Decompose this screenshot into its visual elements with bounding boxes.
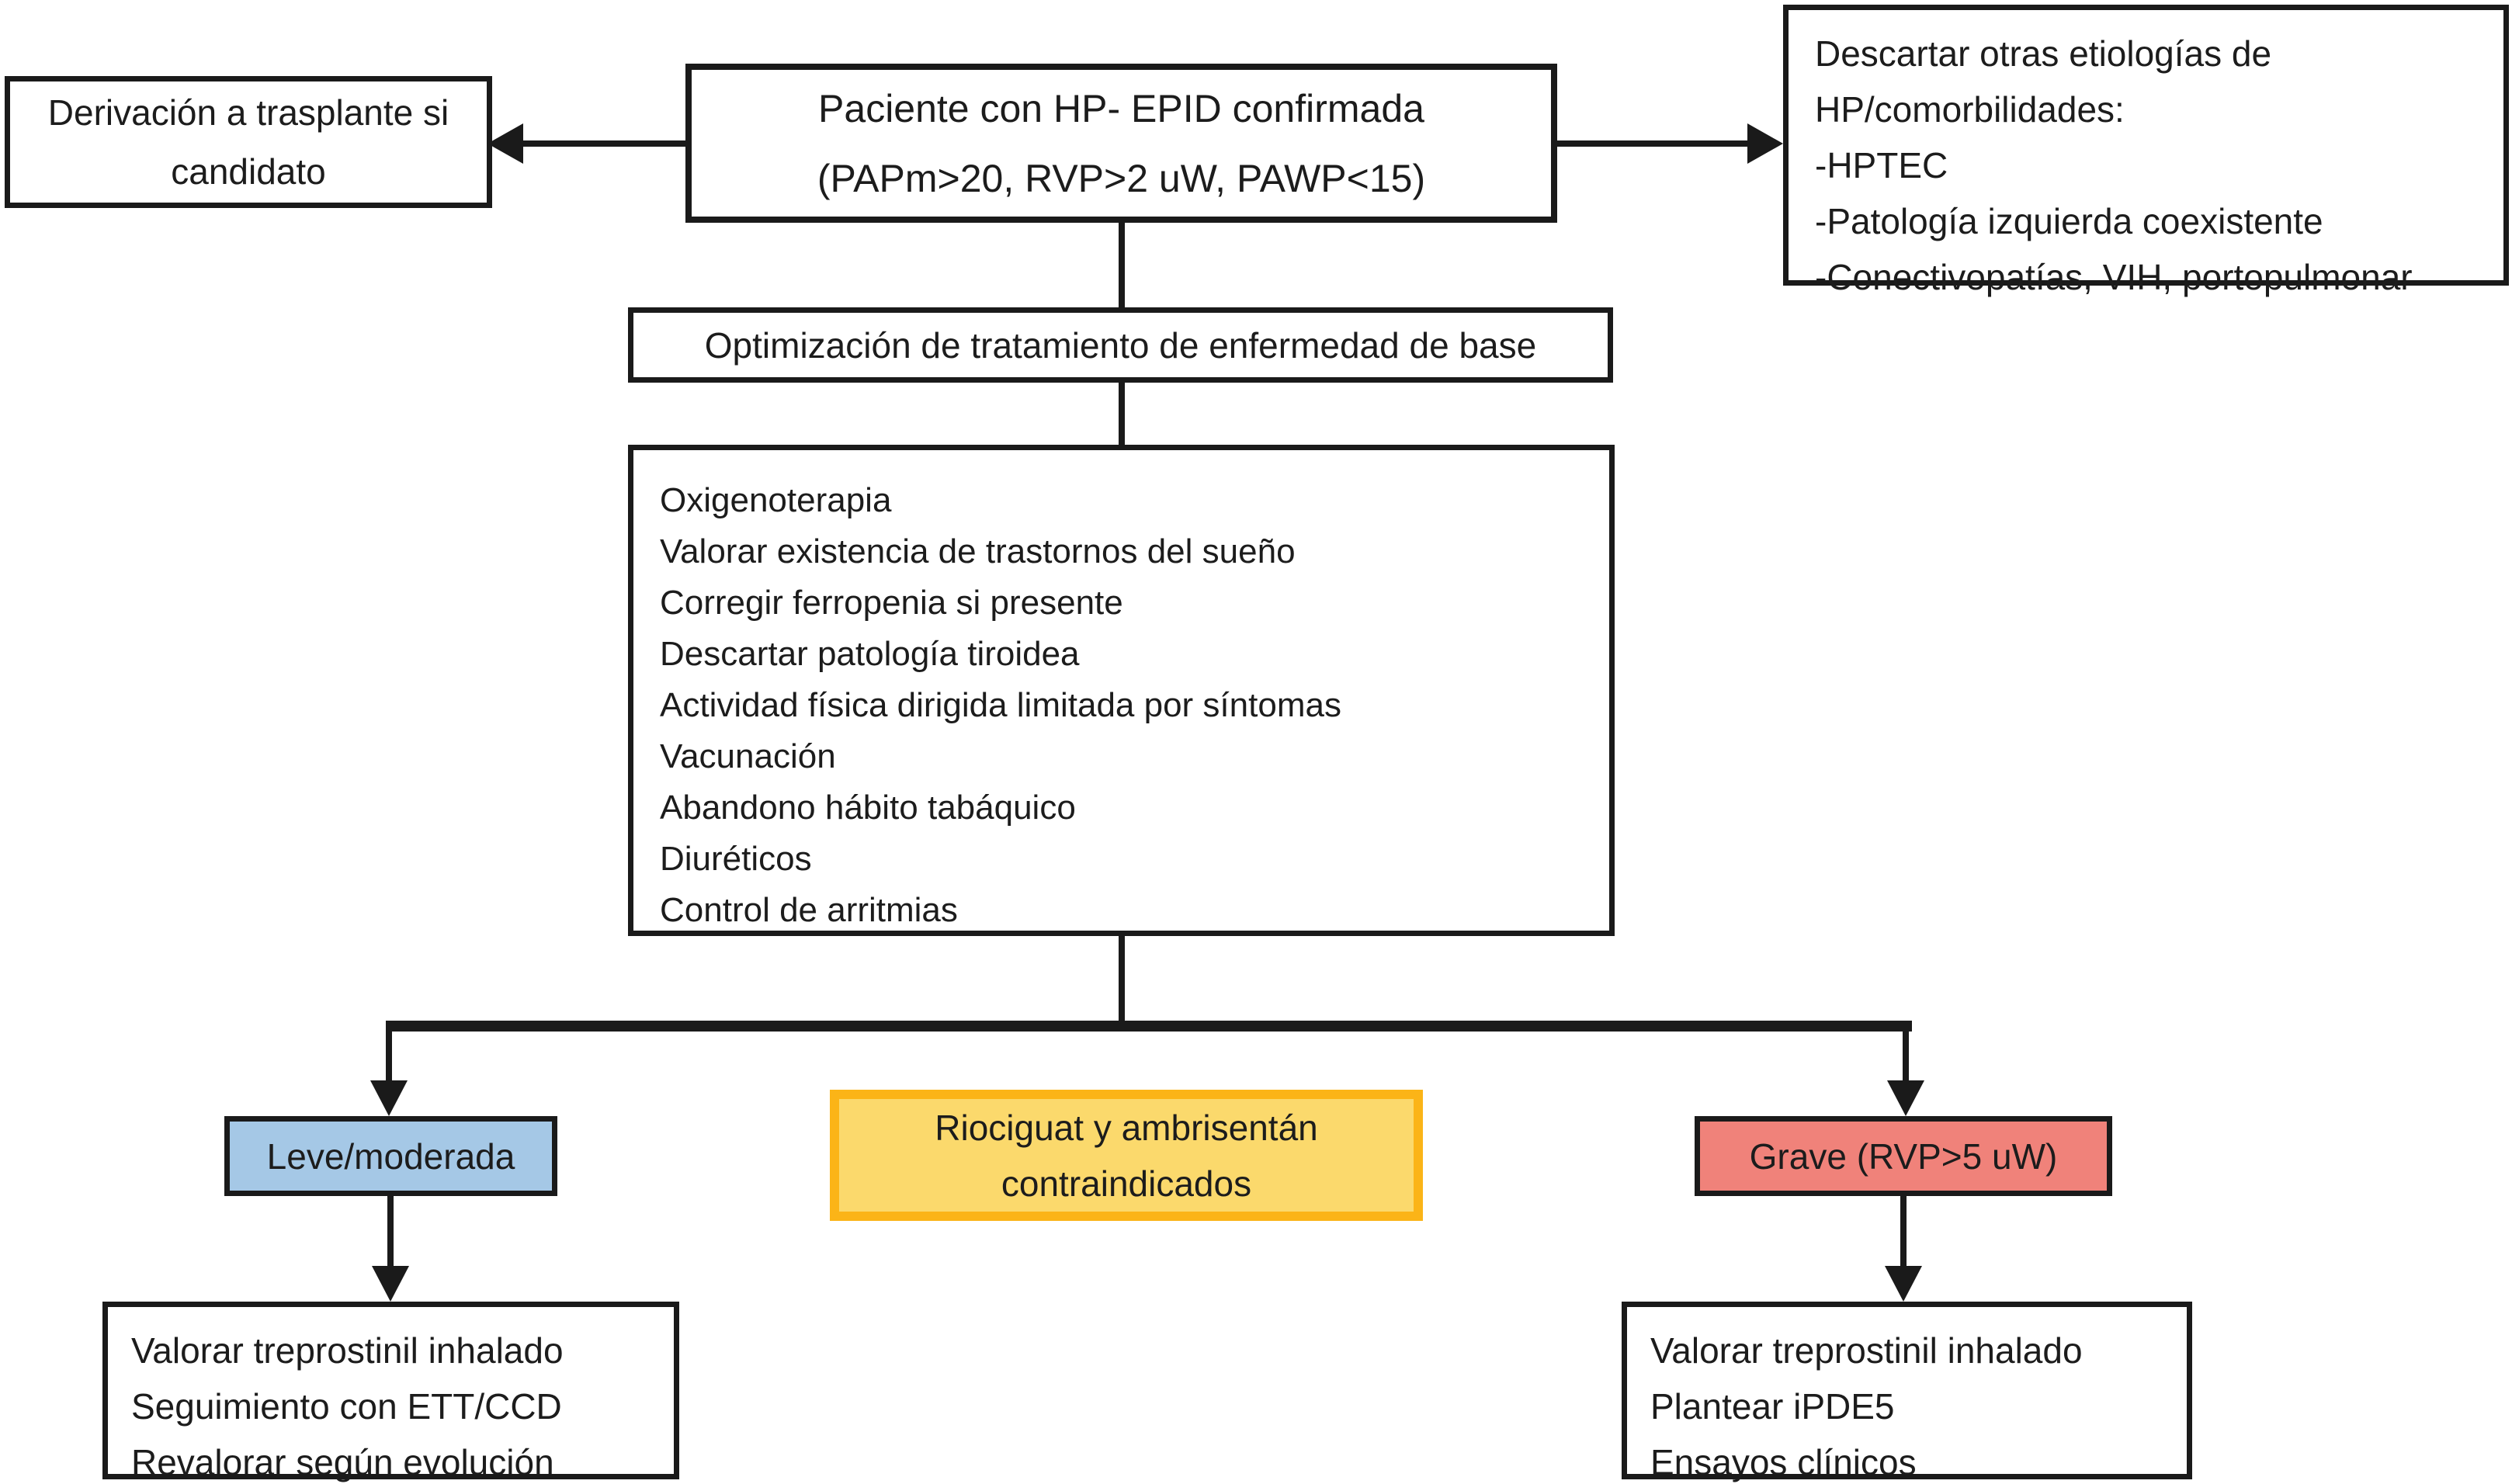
node-contraindicated-drugs-label: Riociguat y ambrisentán contraindicados: [935, 1107, 1318, 1204]
node-mild-moderate-label: Leve/moderada: [266, 1136, 515, 1177]
node-transplant-referral-label: Derivación a trasplante si candidato: [47, 92, 449, 192]
branch-horizontal-line: [386, 1021, 1912, 1032]
node-contraindicated-drugs: Riociguat y ambrisentán contraindicados: [830, 1090, 1423, 1221]
node-supportive-measures-label: Oxigenoterapia Valorar existencia de tra…: [660, 481, 1341, 929]
node-transplant-referral: Derivación a trasplante si candidato: [5, 76, 492, 208]
node-mild-moderate: Leve/moderada: [224, 1116, 557, 1196]
node-patient-label: Paciente con HP- EPID confirmada (PAPm>2…: [817, 86, 1426, 200]
node-optimize-base-disease-label: Optimización de tratamiento de enfermeda…: [704, 324, 1537, 366]
node-rule-out-etiologies-label: Descartar otras etiologías de HP/comorbi…: [1815, 33, 2413, 297]
arrow-line: [1903, 1021, 1909, 1086]
arrow-line: [515, 140, 685, 147]
arrowhead-down-icon: [1885, 1266, 1922, 1302]
node-supportive-measures: Oxigenoterapia Valorar existencia de tra…: [628, 445, 1615, 936]
connector-patient-to-optimization: [1119, 221, 1125, 309]
arrowhead-left-icon: [487, 123, 523, 164]
node-mild-plan: Valorar treprostinil inhalado Seguimient…: [102, 1302, 679, 1482]
arrowhead-down-icon: [370, 1080, 408, 1116]
arrowhead-down-icon: [372, 1266, 409, 1302]
node-patient-confirmed-hp-epid: Paciente con HP- EPID confirmada (PAPm>2…: [685, 64, 1557, 223]
node-optimize-base-disease: Optimización de tratamiento de enfermeda…: [628, 307, 1613, 383]
node-mild-plan-label: Valorar treprostinil inhalado Seguimient…: [131, 1330, 564, 1482]
connector-optimization-to-supportive: [1119, 381, 1125, 446]
connector-supportive-to-branch: [1119, 934, 1125, 1026]
node-rule-out-etiologies: Descartar otras etiologías de HP/comorbi…: [1783, 5, 2509, 297]
arrow-line: [1557, 140, 1750, 147]
node-severe-plan: Valorar treprostinil inhalado Plantear i…: [1622, 1302, 2192, 1482]
arrowhead-right-icon: [1747, 123, 1783, 164]
node-severe-label: Grave (RVP>5 uW): [1749, 1136, 2058, 1177]
arrowhead-down-icon: [1887, 1080, 1924, 1116]
arrow-line: [1900, 1196, 1907, 1271]
node-severe-plan-label: Valorar treprostinil inhalado Plantear i…: [1650, 1330, 2083, 1482]
node-severe: Grave (RVP>5 uW): [1695, 1116, 2112, 1196]
arrow-line: [386, 1021, 392, 1086]
arrow-line: [387, 1196, 394, 1271]
